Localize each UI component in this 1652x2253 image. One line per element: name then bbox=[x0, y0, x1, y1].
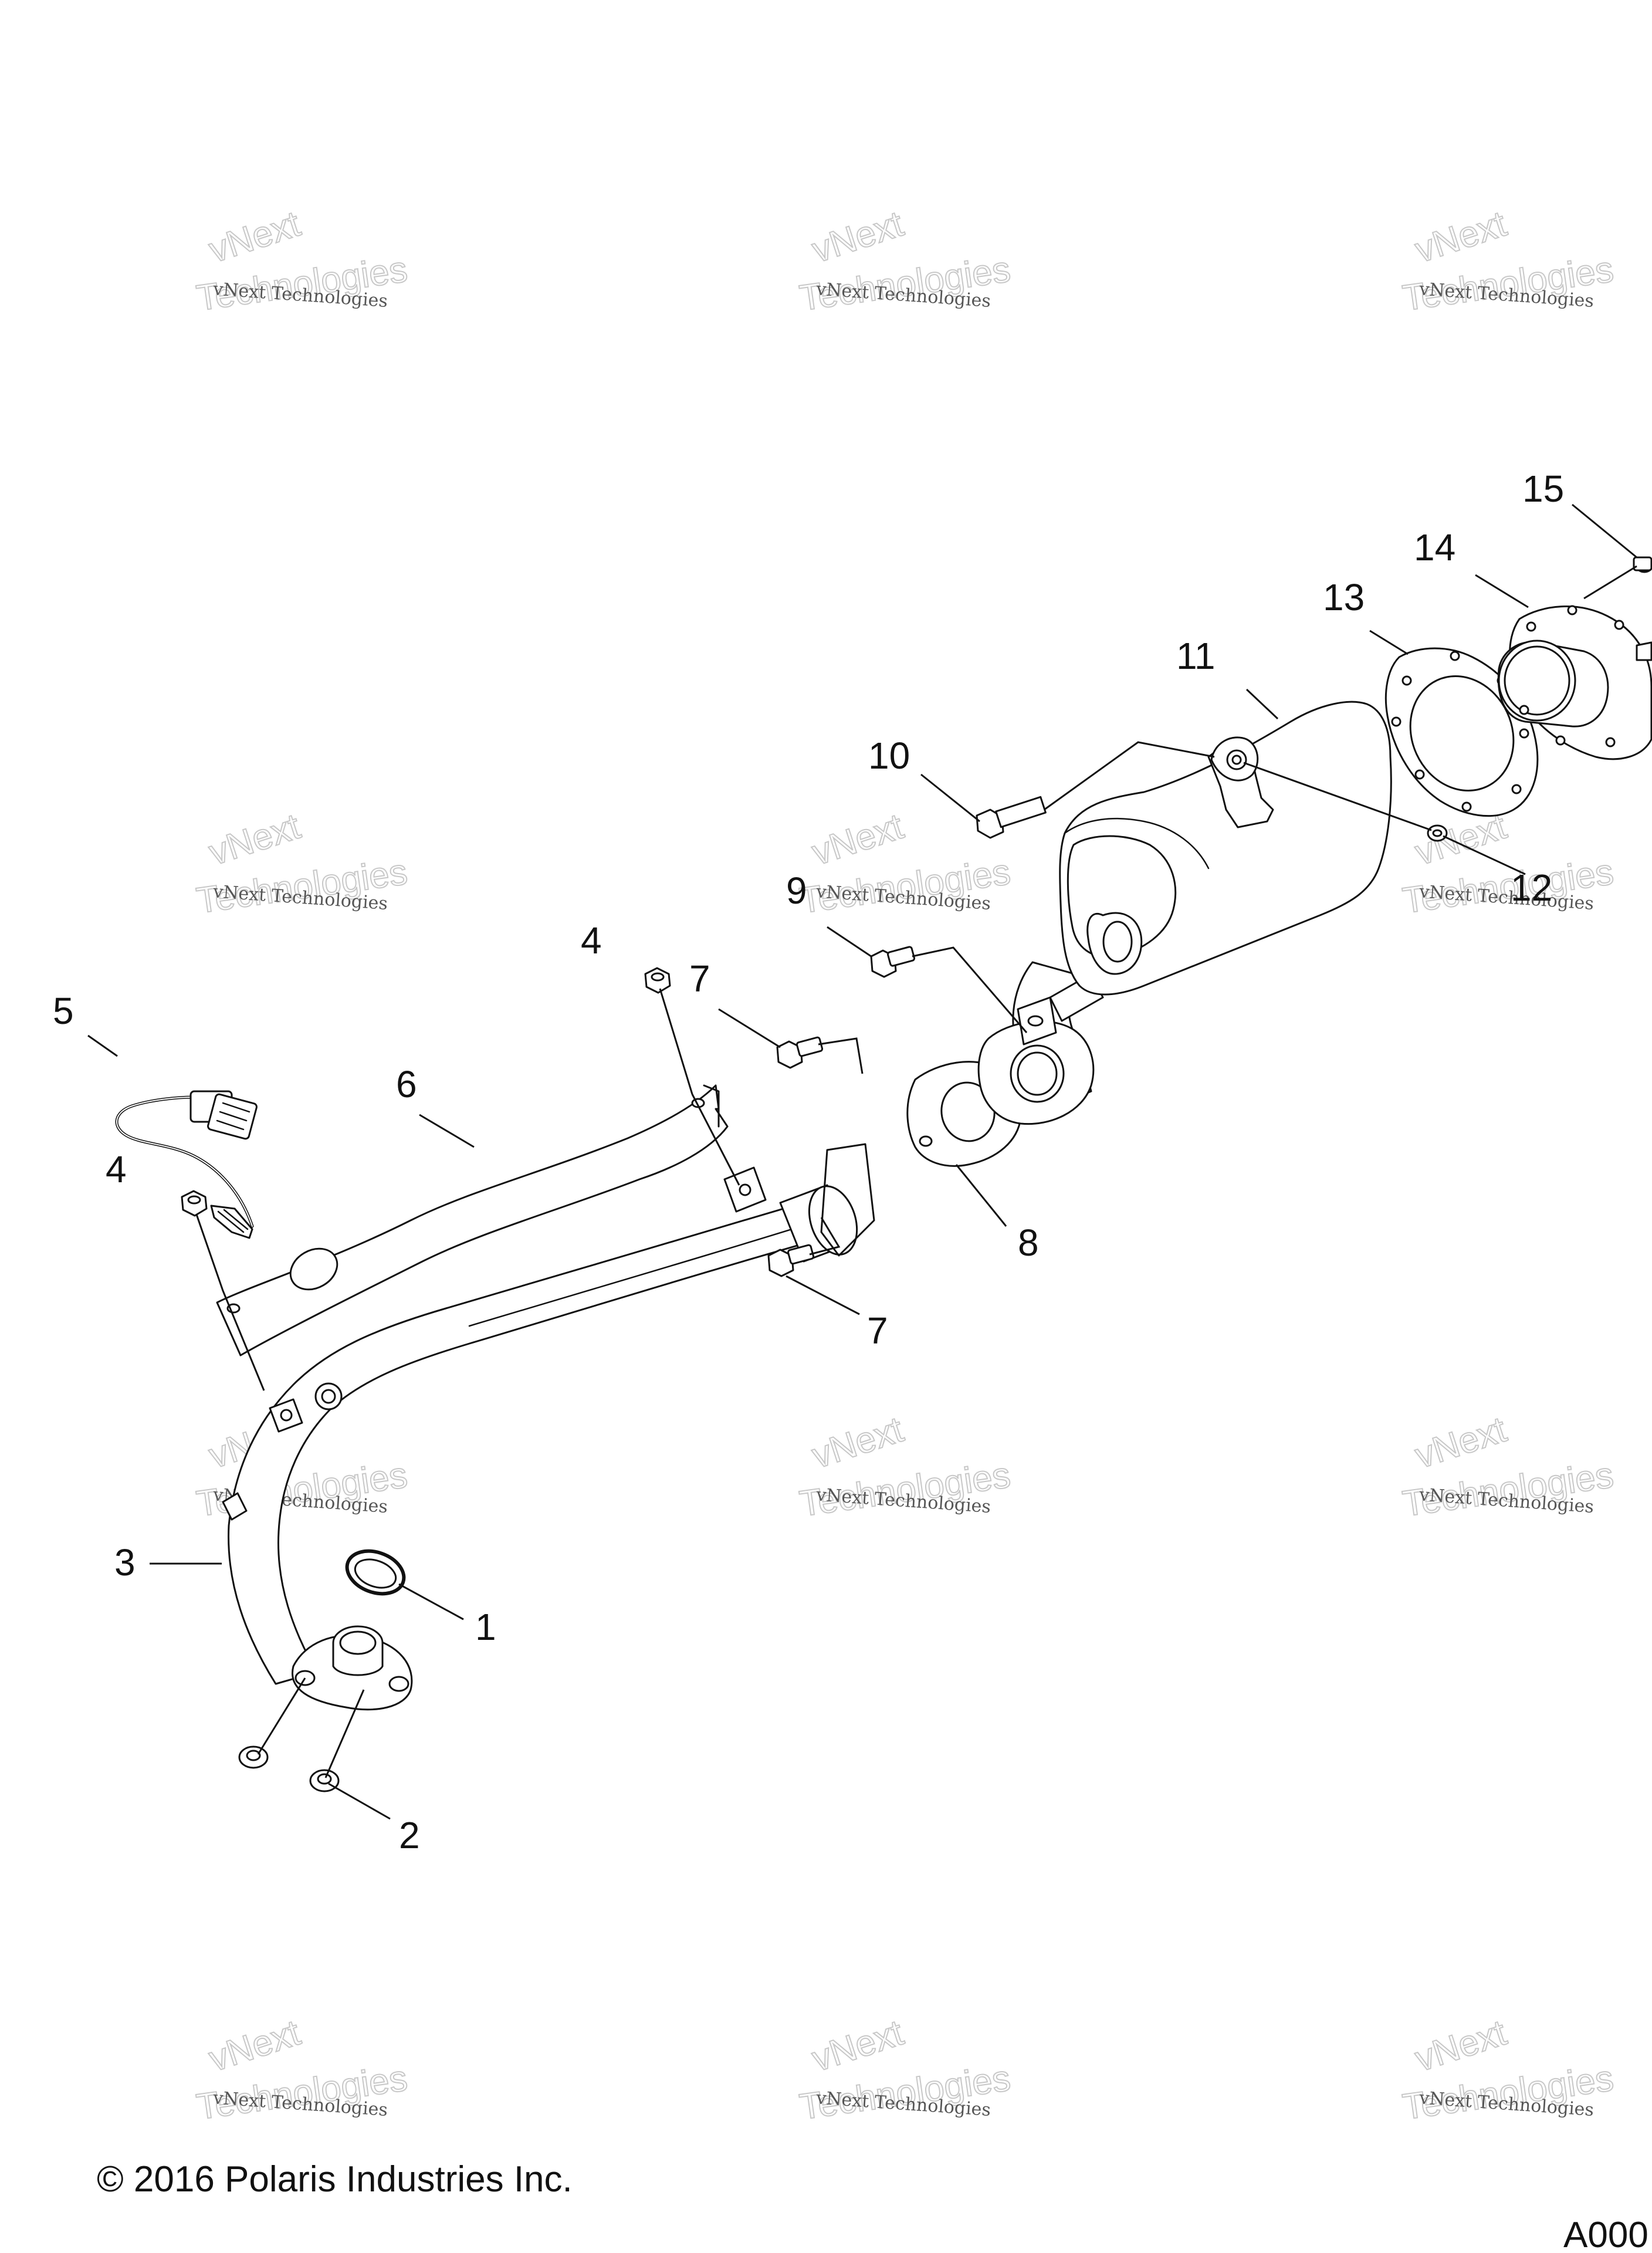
screw-lower bbox=[1636, 641, 1652, 661]
leader-2b bbox=[324, 1689, 365, 1778]
bolt-lower bbox=[767, 1244, 815, 1277]
copyright-notice: © 2016 Polaris Industries Inc. bbox=[97, 2159, 573, 2200]
watermark-brand-text: vNext bbox=[807, 1409, 908, 1477]
leader-7b-b bbox=[809, 1217, 841, 1256]
oxygen-sensor bbox=[115, 1090, 258, 1239]
watermark: Technologies vNext vNext Technologies bbox=[194, 203, 411, 319]
bolt-muffler-inlet bbox=[870, 946, 915, 978]
callout-7-upper: 7 bbox=[689, 958, 710, 1000]
callout-2: 2 bbox=[399, 1814, 420, 1856]
watermark: Technologies vNext vNext Technologies bbox=[194, 2012, 411, 2128]
leader-13 bbox=[1369, 630, 1409, 655]
callout-10: 10 bbox=[868, 735, 910, 777]
callout-12: 12 bbox=[1511, 867, 1552, 909]
watermark: Technologies vNext vNext Technologies bbox=[797, 203, 1014, 319]
leader-9-b bbox=[912, 946, 1028, 1033]
callout-labels: 1 2 3 4 4 5 6 7 7 8 9 10 11 12 13 14 15 bbox=[53, 468, 1564, 1856]
leader-7a-b bbox=[818, 1037, 864, 1074]
callout-4-upper: 4 bbox=[581, 919, 602, 962]
leader-2a bbox=[257, 1677, 306, 1755]
heat-shield bbox=[216, 1084, 729, 1356]
watermark-brand-text: vNext bbox=[1410, 1409, 1511, 1477]
leader-7a bbox=[718, 1008, 781, 1048]
callout-7-lower: 7 bbox=[867, 1310, 888, 1352]
watermark: Technologies vNext vNext Technologies bbox=[1400, 1409, 1617, 1525]
callout-3: 3 bbox=[114, 1541, 136, 1584]
head-pipe bbox=[222, 1143, 875, 1711]
watermark: Technologies vNext vNext Technologies bbox=[1400, 2012, 1617, 2128]
flange-nut-right bbox=[309, 1769, 340, 1792]
callout-9: 9 bbox=[786, 870, 807, 912]
leader-14 bbox=[1475, 574, 1529, 608]
leader-2 bbox=[328, 1782, 391, 1820]
watermark: Technologies vNext vNext Technologies bbox=[1400, 203, 1617, 319]
callout-15: 15 bbox=[1522, 468, 1564, 510]
watermark-brand-text: vNext bbox=[1410, 204, 1511, 271]
leader-7b bbox=[786, 1275, 860, 1315]
callout-14: 14 bbox=[1414, 526, 1455, 569]
leader-4a bbox=[659, 988, 740, 1186]
callout-6: 6 bbox=[396, 1063, 417, 1105]
flange-nut-left bbox=[238, 1745, 269, 1769]
callout-13: 13 bbox=[1323, 576, 1365, 618]
watermark: Technologies vNext vNext Technologies bbox=[797, 1409, 1014, 1525]
bolt-muffler-mount bbox=[976, 796, 1047, 839]
bolt-upper bbox=[776, 1036, 824, 1069]
figure-id: A000 bbox=[1563, 2215, 1648, 2253]
leader-5 bbox=[87, 1034, 118, 1057]
leader-12-b bbox=[1243, 762, 1432, 831]
callout-8: 8 bbox=[1018, 1222, 1039, 1264]
muffler bbox=[977, 701, 1392, 1125]
watermark: Technologies vNext vNext Technologies bbox=[1400, 806, 1617, 922]
exhaust-seal-ring bbox=[345, 1549, 406, 1596]
watermark-brand-text: vNext bbox=[807, 204, 908, 271]
nut-lower bbox=[181, 1190, 208, 1217]
leader-8 bbox=[955, 1164, 1007, 1227]
callout-11: 11 bbox=[1176, 635, 1215, 677]
leader-6 bbox=[419, 1114, 475, 1148]
callout-4-lower: 4 bbox=[106, 1148, 127, 1190]
watermark-brand-text: vNext bbox=[807, 2012, 908, 2080]
watermark-brand-text: vNext bbox=[204, 806, 305, 874]
watermark-brand-text: vNext bbox=[1410, 2012, 1511, 2080]
watermark-brand-text: vNext bbox=[204, 204, 305, 271]
spark-arrestor bbox=[1497, 605, 1652, 760]
watermark-brand-text: vNext bbox=[204, 2012, 305, 2080]
leader-1 bbox=[398, 1583, 464, 1621]
leader-10 bbox=[920, 773, 980, 823]
washer bbox=[1427, 824, 1448, 842]
leader-4b bbox=[195, 1214, 265, 1391]
callout-5: 5 bbox=[53, 990, 74, 1032]
leader-15 bbox=[1572, 503, 1637, 559]
callout-1: 1 bbox=[475, 1606, 496, 1648]
nut-upper bbox=[644, 967, 671, 994]
leader-10-b bbox=[1044, 741, 1215, 811]
leader-9 bbox=[827, 926, 872, 958]
watermark: Technologies vNext vNext Technologies bbox=[797, 2012, 1014, 2128]
watermark-brand-text: vNext bbox=[807, 806, 908, 874]
leader-lines bbox=[87, 503, 1637, 1820]
leader-15-b bbox=[1583, 565, 1637, 600]
screw-upper bbox=[1633, 556, 1652, 573]
leader-11 bbox=[1245, 688, 1279, 720]
leader-12 bbox=[1443, 835, 1526, 875]
watermark: Technologies vNext vNext Technologies bbox=[194, 806, 411, 922]
